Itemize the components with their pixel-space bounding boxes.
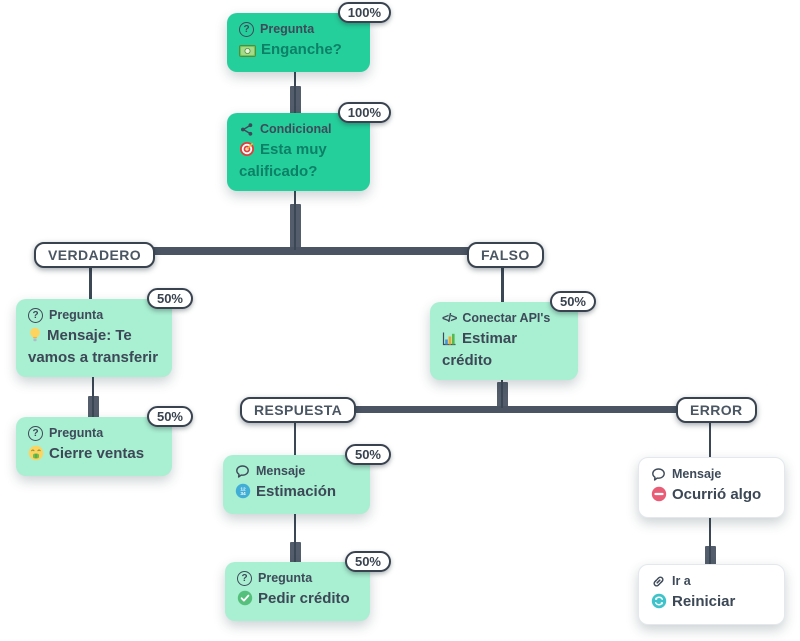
connector-line bbox=[92, 371, 94, 419]
bar-chart-icon bbox=[442, 331, 457, 352]
question-circle-icon: ? bbox=[28, 426, 43, 441]
speech-bubble-icon bbox=[651, 467, 666, 482]
node-type-row: ? Pregunta bbox=[237, 571, 358, 586]
code-icon: </> bbox=[442, 311, 457, 326]
node-type-label: Pregunta bbox=[49, 308, 104, 322]
node-conectar-apis-estimar[interactable]: </> Conectar API's Estimar crédito 50% bbox=[430, 291, 596, 380]
node-type-row: ? Pregunta bbox=[28, 426, 160, 441]
connector-line bbox=[501, 264, 504, 305]
speech-bubble-icon bbox=[235, 464, 250, 479]
node-pregunta-enganche[interactable]: ? Pregunta Enganche? 100% bbox=[227, 2, 391, 72]
node-type-label: Pregunta bbox=[260, 22, 315, 36]
node-title: Reiniciar bbox=[651, 593, 772, 615]
node-mensaje-ocurrio-algo[interactable]: Mensaje Ocurrió algo bbox=[638, 457, 785, 518]
node-type-label: Mensaje bbox=[256, 464, 306, 478]
question-circle-icon: ? bbox=[28, 308, 43, 323]
node-type-row: Mensaje bbox=[235, 464, 358, 479]
node-type-label: Ir a bbox=[672, 574, 691, 588]
node-pregunta-transferir[interactable]: ? Pregunta Mensaje: Te vamos a transferi… bbox=[16, 288, 193, 377]
svg-text:12: 12 bbox=[240, 486, 246, 492]
node-pregunta-cierre-ventas[interactable]: ? Pregunta Cierre ventas 50% bbox=[16, 406, 193, 476]
progress-badge: 50% bbox=[344, 551, 391, 572]
progress-badge: 100% bbox=[337, 2, 391, 23]
progress-badge: 50% bbox=[146, 288, 193, 309]
node-type-label: Condicional bbox=[260, 122, 332, 136]
banknote-icon bbox=[239, 44, 256, 63]
svg-text:34: 34 bbox=[240, 491, 246, 497]
no-entry-icon bbox=[651, 486, 667, 508]
branch-label-verdadero[interactable]: VERDADERO bbox=[34, 242, 156, 268]
node-ir-a-reiniciar[interactable]: Ir a Reiniciar bbox=[638, 564, 785, 625]
node-title: Cierre ventas bbox=[28, 445, 160, 467]
node-type-label: Mensaje bbox=[672, 467, 722, 481]
node-type-row: Condicional bbox=[239, 122, 358, 137]
node-type-row: ? Pregunta bbox=[239, 22, 358, 37]
share-icon bbox=[239, 122, 254, 137]
node-type-row: ? Pregunta bbox=[28, 308, 160, 323]
node-title: Estimar crédito bbox=[442, 330, 518, 369]
connector-line bbox=[294, 421, 296, 458]
connector-line bbox=[294, 64, 296, 114]
node-condicional-calificado[interactable]: Condicional Esta muy calificado? 100% bbox=[227, 102, 391, 191]
bulb-icon bbox=[28, 327, 42, 349]
branch-label-falso[interactable]: FALSO bbox=[467, 242, 544, 268]
node-title: Esta muy calificado? bbox=[239, 141, 327, 180]
node-title: Ocurrió algo bbox=[651, 486, 772, 508]
node-title: Pedir crédito bbox=[237, 590, 358, 612]
connector-line bbox=[501, 362, 503, 408]
branch-bar-verdadero-falso bbox=[90, 247, 504, 255]
node-title: Enganche? bbox=[239, 41, 358, 63]
progress-badge: 100% bbox=[337, 102, 391, 123]
node-type-row: Ir a bbox=[651, 574, 772, 589]
node-type-label: Pregunta bbox=[258, 571, 313, 585]
question-circle-icon: ? bbox=[237, 571, 252, 586]
progress-badge: 50% bbox=[549, 291, 596, 312]
node-type-label: Conectar API's bbox=[462, 311, 551, 325]
connector-line bbox=[709, 510, 711, 567]
branch-label-error[interactable]: ERROR bbox=[676, 397, 757, 423]
connector-line bbox=[294, 510, 296, 565]
progress-badge: 50% bbox=[146, 406, 193, 427]
reload-icon bbox=[651, 593, 667, 615]
node-type-row: </> Conectar API's bbox=[442, 311, 566, 326]
node-type-row: Mensaje bbox=[651, 467, 772, 482]
check-icon bbox=[237, 590, 253, 612]
node-title: Mensaje: Te vamos a transferir bbox=[28, 327, 159, 366]
link-icon bbox=[651, 574, 666, 589]
node-pregunta-pedir-credito[interactable]: ? Pregunta Pedir crédito 50% bbox=[225, 551, 391, 621]
money-face-icon bbox=[28, 445, 44, 467]
branch-bar-respuesta-error bbox=[295, 406, 711, 413]
progress-badge: 50% bbox=[344, 444, 391, 465]
question-circle-icon: ? bbox=[239, 22, 254, 37]
connector-line bbox=[89, 264, 92, 302]
branch-label-respuesta[interactable]: RESPUESTA bbox=[240, 397, 357, 423]
node-type-label: Pregunta bbox=[49, 426, 104, 440]
target-icon bbox=[239, 141, 255, 163]
connector-line bbox=[294, 188, 296, 250]
connector-line bbox=[709, 421, 711, 459]
